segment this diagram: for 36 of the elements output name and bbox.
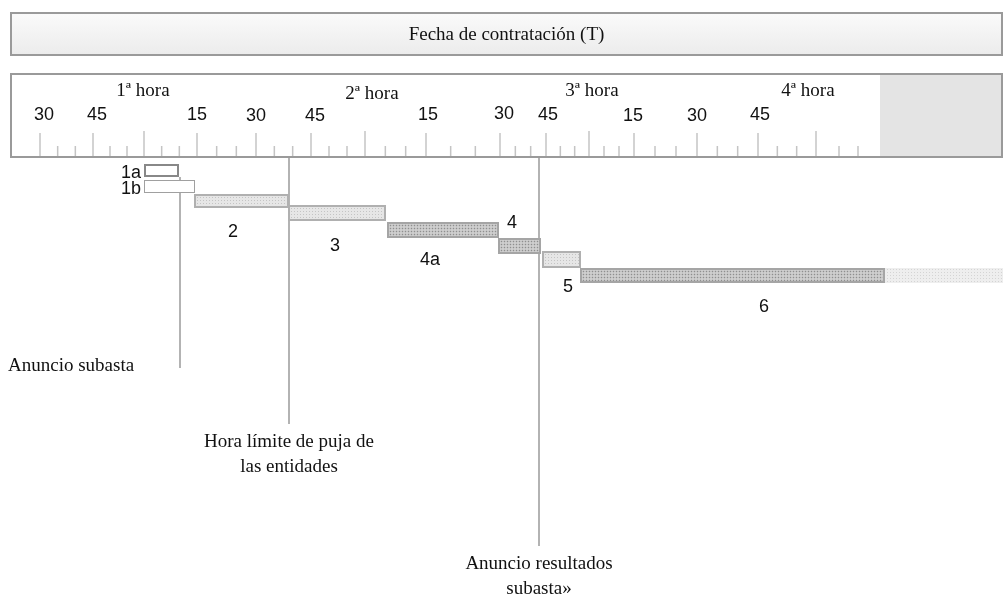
annotation-text: Anuncio subasta — [8, 348, 180, 378]
gantt-bar — [387, 222, 499, 238]
bar-label: 2 — [228, 220, 238, 242]
hour-label: 4ª hora — [781, 79, 835, 101]
minute-label: 30 — [34, 103, 54, 125]
minute-label: 45 — [750, 103, 770, 125]
gantt-bar — [542, 251, 581, 268]
minute-label: 15 — [623, 104, 643, 126]
annotation-text: Hora límite de puja de las entidades — [199, 424, 379, 474]
bar-label: 5 — [563, 275, 573, 297]
hour-label: 2ª hora — [345, 82, 399, 104]
hour-label: 3ª hora — [565, 79, 619, 101]
bar-label: 4 — [507, 211, 517, 233]
annotation-text: Anuncio resultados subasta» — [449, 546, 629, 596]
gantt-bar — [498, 238, 541, 254]
minute-label: 15 — [187, 103, 207, 125]
gantt-bar — [288, 205, 386, 221]
minute-label: 30 — [246, 104, 266, 126]
minute-label: 45 — [305, 104, 325, 126]
minute-label: 45 — [87, 103, 107, 125]
leader-line — [288, 157, 290, 425]
minute-label: 30 — [494, 102, 514, 124]
leader-line — [538, 157, 540, 547]
bar-label: 4a — [420, 248, 440, 270]
hour-label: 1ª hora — [116, 79, 170, 101]
bar-label: 3 — [330, 234, 340, 256]
gantt-bar — [144, 180, 195, 193]
leader-line — [179, 176, 181, 369]
minute-label: 15 — [418, 103, 438, 125]
bar-label: 6 — [759, 295, 769, 317]
gantt-bar — [144, 164, 179, 177]
minute-label: 45 — [538, 103, 558, 125]
title-band: Fecha de contratación (T) — [10, 12, 1003, 56]
gantt-bar — [194, 194, 289, 208]
gantt-bar — [580, 268, 1003, 283]
minute-label: 30 — [687, 104, 707, 126]
